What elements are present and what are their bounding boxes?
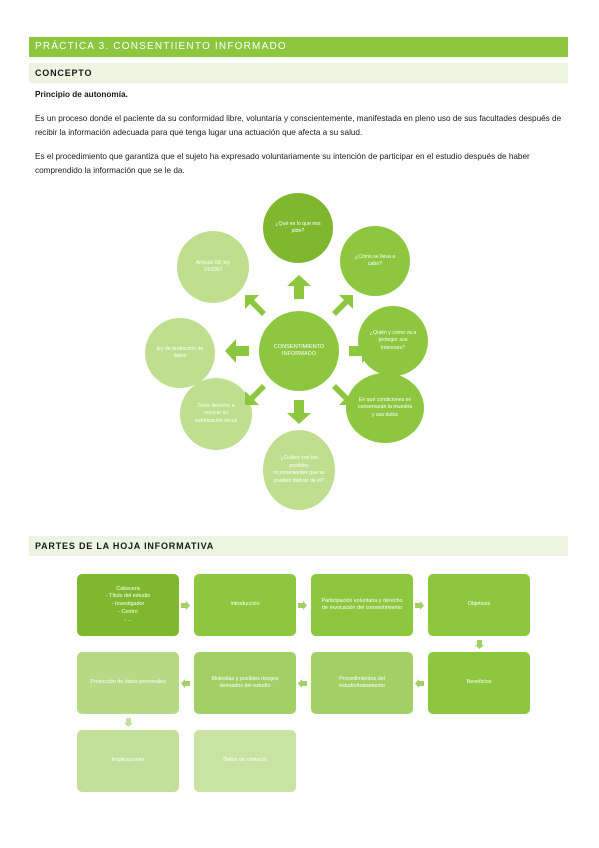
diagram-node-right: ¿Quién y cómo va a proteger sus interese… — [358, 306, 428, 376]
diagram-center-node: CONSENTIMIENTO INFORMADO — [259, 311, 339, 391]
concepto-paragraph-2: Es el procedimiento que garantiza que el… — [35, 152, 530, 175]
box-implicaciones: Implicaciones — [77, 730, 179, 792]
arrow-down-icon — [124, 718, 133, 727]
diagram-node-bottom: ¿Cuáles son los posibles inconvenientes … — [263, 430, 335, 510]
arrow-down-icon — [475, 640, 484, 649]
arrow-down-left-icon — [245, 384, 266, 405]
cabecera-item: - Centro — [118, 608, 138, 615]
arrow-left-icon — [415, 679, 424, 688]
arrow-up-left-icon — [245, 295, 266, 316]
arrow-up-icon — [287, 275, 311, 299]
diagram-node-top-right: ¿Cómo se lleva a cabo? — [340, 226, 410, 296]
box-molestias: Molestias y posibles riesgos derivados d… — [194, 652, 296, 714]
arrow-right-icon — [181, 601, 190, 610]
arrow-right-icon — [298, 601, 307, 610]
arrow-right-icon — [349, 339, 373, 363]
diagram-node-bottom-right: En qué condiciones se conservarán la mue… — [346, 373, 424, 443]
diagram-node-top-left: Artículo 59, ley 14/2007 — [177, 231, 249, 303]
arrow-left-icon — [225, 339, 249, 363]
cabecera-item: - ... — [124, 616, 132, 623]
arrow-left-icon — [181, 679, 190, 688]
arrow-up-right-icon — [332, 295, 353, 316]
box-objetivos: Objetivos — [428, 574, 530, 636]
box-procedimientos: Procedimientos del estudio/tratamiento — [311, 652, 413, 714]
concepto-paragraph-1: Es un proceso donde el paciente da su co… — [35, 114, 562, 137]
box-cabecera: Cabecera - Título del estudio - Investig… — [77, 574, 179, 636]
concepto-subheading: Principio de autonomía. — [35, 90, 128, 99]
cabecera-item: - Título del estudio — [105, 593, 151, 600]
section-heading-concepto: CONCEPTO — [29, 63, 568, 83]
cabecera-item: - Investigador — [111, 601, 145, 608]
page-title: PRÁCTICA 3. CONSENTIIENTO INFORMADO — [29, 37, 568, 57]
diagram-node-top: ¿Qué es lo que nos pide? — [263, 193, 333, 263]
arrow-left-icon — [298, 679, 307, 688]
diagram-node-left: ley de protección de datos — [145, 318, 215, 388]
section-heading-partes: PARTES DE LA HOJA INFORMATIVA — [29, 536, 568, 556]
arrow-down-right-icon — [332, 384, 353, 405]
diagram-node-bottom-left: Tiene derecho a revocar su autorización … — [180, 378, 252, 450]
box-participacion: Participación voluntaria y derecho de re… — [311, 574, 413, 636]
box-beneficios: Beneficios — [428, 652, 530, 714]
arrow-down-icon — [287, 400, 311, 424]
cabecera-title: Cabecera — [116, 585, 140, 592]
box-datos-contacto: Datos de contacto — [194, 730, 296, 792]
box-introduccion: Introducción — [194, 574, 296, 636]
box-proteccion-datos: Protección de datos personales — [77, 652, 179, 714]
arrow-right-icon — [415, 601, 424, 610]
